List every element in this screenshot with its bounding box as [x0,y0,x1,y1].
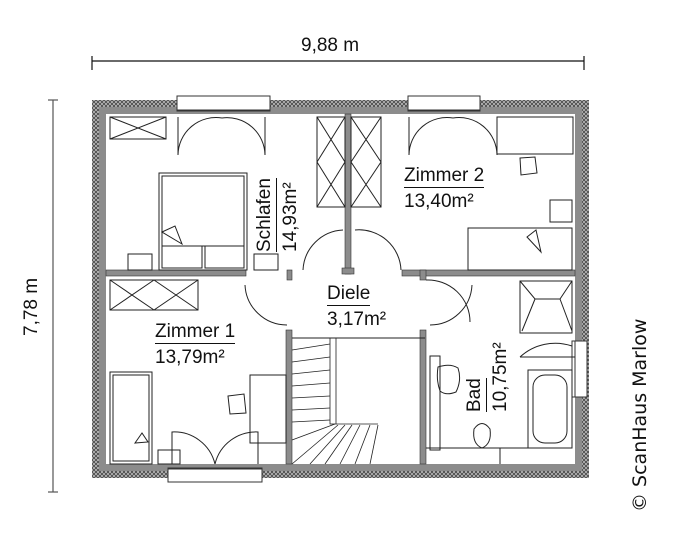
room-label-diele: Diele 3,17m² [327,284,386,329]
copyright-label: © ScanHaus Marlow [629,318,651,512]
windows [167,95,588,483]
room-area: 13,40m² [404,191,474,212]
furniture [109,116,575,465]
room-name: Zimmer 1 [155,321,236,344]
room-area: 10,75m² [490,342,511,412]
room-area: 13,79m² [155,347,225,368]
room-label-bad: Bad 10,75m² [464,342,511,412]
room-area: 14,93m² [280,182,301,252]
room-label-zimmer1: Zimmer 1 13,79m² [155,321,236,368]
room-name: Schlafen [254,178,277,252]
room-label-schlafen: Schlafen 14,93m² [254,178,301,252]
room-label-zimmer2: Zimmer 2 13,40m² [404,165,485,212]
height-dimension-label: 7,78 m [21,277,42,336]
width-dimension-label: 9,88 m [301,35,360,56]
room-name: Zimmer 2 [404,165,485,188]
room-name: Bad [464,378,487,412]
width-dimension-line [91,56,585,70]
room-area: 3,17m² [327,309,387,330]
height-dimension-line [48,99,58,493]
room-name: Diele [327,283,371,306]
